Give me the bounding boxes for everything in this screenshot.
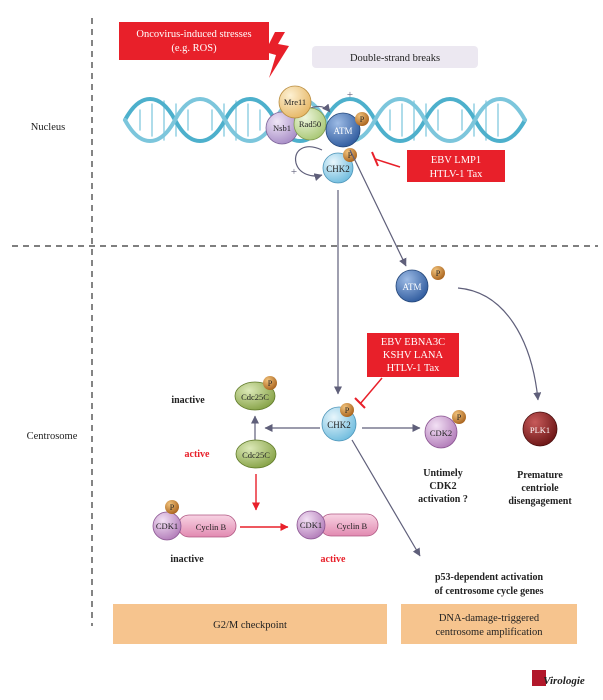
lmp1-inhibition-line: [374, 158, 401, 168]
cdc25c-active-label: Cdc25C: [242, 450, 270, 460]
plus-sign-chk2: +: [291, 166, 297, 178]
untimely-line2: CDK2: [429, 481, 456, 492]
phospho-label-chk2-centrosome: P: [345, 406, 350, 415]
plk1-protein: [522, 411, 558, 447]
oncovirus-stress-line2: (e.g. ROS): [171, 43, 217, 54]
phospho-label-cdk1: P: [170, 503, 175, 512]
chk2-label-centrosome: CHK2: [327, 420, 351, 430]
phospho-label-atm-centrosome: P: [436, 269, 441, 278]
ebv-lmp1-line2: HTLV-1 Tax: [430, 169, 484, 180]
cdk1-inactive-protein: [152, 511, 182, 541]
centrosome-amplification-box: [401, 604, 577, 644]
ebna3c-inhibition-line: [359, 377, 383, 405]
centrosome-label: Centrosome: [27, 431, 78, 442]
double-strand-breaks-box: [312, 46, 478, 68]
ebv-ebna3c-line2: KSHV LANA: [383, 350, 444, 361]
lmp1-inhibition-bar: [371, 151, 379, 167]
atm-protein-centrosome: [395, 269, 429, 303]
g2m-checkpoint-box: [113, 604, 387, 644]
virologie-logo: Virologie: [532, 670, 585, 687]
p53-line1: p53-dependent activation: [435, 572, 544, 583]
phospho-icon-atm-nucleus: [355, 112, 369, 126]
phospho-label-cdk2: P: [457, 413, 462, 422]
chk2-protein-nucleus: [322, 152, 354, 184]
atm-label-nucleus: ATM: [333, 126, 352, 136]
atm-protein-nucleus: [325, 112, 361, 148]
plk1-label: PLK1: [530, 425, 550, 435]
rad50-label: Rad50: [299, 119, 321, 129]
phospho-label-chk2-nucleus: P: [348, 151, 353, 160]
cdc25c-inactive-label: Cdc25C: [241, 392, 269, 402]
cyclin-b-inactive-label: Cyclin B: [196, 522, 227, 532]
premature-line2: centriole: [521, 483, 559, 494]
cdc25c-active-protein: [235, 439, 277, 469]
premature-line3: disengagement: [508, 496, 572, 507]
ebv-ebna3c-box: [367, 333, 459, 377]
ebna3c-inhibition-bar: [354, 397, 366, 409]
atm-to-chk2-arrow: [294, 146, 323, 181]
untimely-line1: Untimely: [423, 468, 462, 479]
ebv-lmp1-box: [407, 150, 505, 182]
phospho-icon-cdk2: [452, 410, 466, 424]
phospho-label-atm-nucleus: P: [360, 115, 365, 124]
cdk1-inactive-state: inactive: [170, 554, 204, 565]
ebv-ebna3c-line3: HTLV-1 Tax: [387, 363, 441, 374]
nucleus-label: Nucleus: [31, 122, 65, 133]
chk2-to-p53-arrow: [351, 439, 421, 557]
phospho-icon-cdc25c: [263, 376, 277, 390]
phospho-icon-chk2-centrosome: [340, 403, 354, 417]
atm-translocation-arrow: [349, 149, 407, 267]
cyclin-b-active-label: Cyclin B: [337, 521, 368, 531]
lightning-icon: [265, 32, 289, 78]
chk2-label-nucleus: CHK2: [326, 164, 350, 174]
cdc25c-inactive-state: inactive: [171, 395, 205, 406]
cdk2-label: CDK2: [430, 428, 452, 438]
virologie-logo-text: Virologie: [543, 675, 585, 687]
plus-sign-atm: +: [347, 89, 353, 101]
untimely-line3: activation ?: [418, 494, 468, 505]
cdk1-active-protein: [296, 510, 326, 540]
p53-line2: of centrosome cycle genes: [435, 586, 544, 597]
g2m-checkpoint-label: G2/M checkpoint: [213, 620, 287, 631]
nsb1-label: Nsb1: [273, 123, 291, 133]
atm-to-plk1-arrow: [457, 287, 542, 401]
oncovirus-stress-line1: Oncovirus-induced stresses: [136, 29, 251, 40]
oncovirus-stress-box: [119, 22, 269, 60]
ebv-lmp1-line1: EBV LMP1: [431, 155, 481, 166]
cdk1-active-state: active: [321, 554, 347, 565]
cdc25c-inactive-protein: [234, 381, 276, 411]
mre11-protein: [278, 85, 312, 119]
cdk2-protein: [424, 415, 458, 449]
cdk1-active-label: CDK1: [300, 520, 322, 530]
phospho-icon-atm-centrosome: [431, 266, 445, 280]
atm-label-centrosome: ATM: [402, 282, 421, 292]
phospho-label-cdc25c: P: [268, 379, 273, 388]
amplification-line2: centrosome amplification: [435, 627, 543, 638]
amplification-line1: DNA-damage-triggered: [439, 613, 540, 624]
phospho-icon-cdk1: [165, 500, 179, 514]
ebv-ebna3c-line1: EBV EBNA3C: [381, 337, 445, 348]
premature-line1: Premature: [517, 470, 563, 481]
double-strand-breaks-label: Double-strand breaks: [350, 53, 440, 64]
cdk1-inactive-label: CDK1: [156, 521, 178, 531]
cdc25c-active-state: active: [185, 449, 211, 460]
mre11-label: Mre11: [284, 97, 306, 107]
